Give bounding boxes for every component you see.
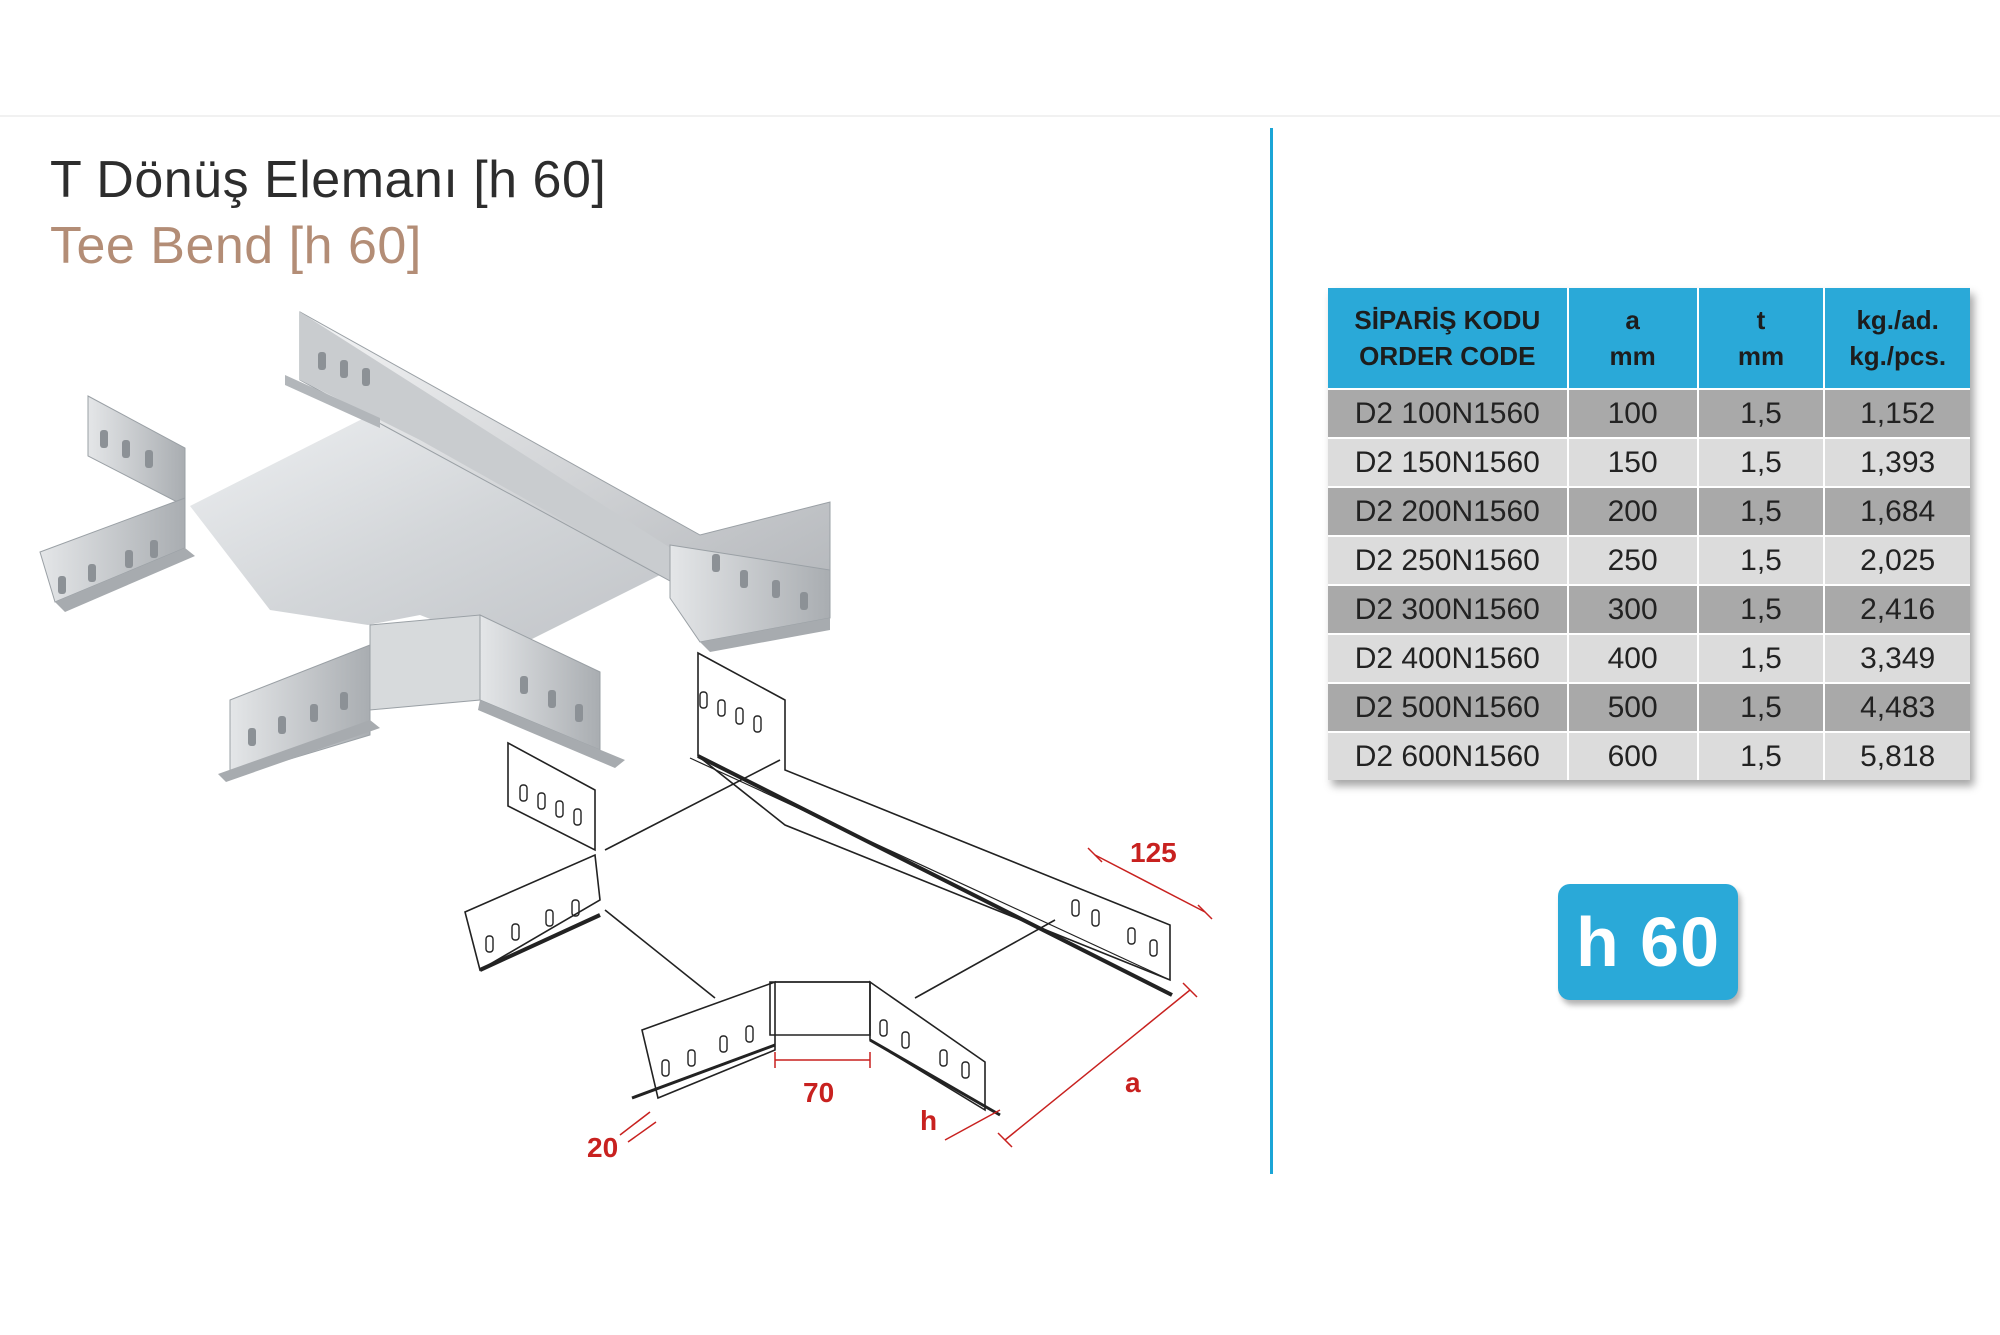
vertical-divider <box>1270 128 1273 1174</box>
order-code-cell: D2 600N1560 <box>1328 731 1569 780</box>
header-a-unit: mm <box>1609 341 1656 371</box>
header-order-code: SİPARİŞ KODU ORDER CODE <box>1328 288 1569 389</box>
order-code-cell: D2 100N1560 <box>1328 388 1569 438</box>
a-cell: 600 <box>1567 731 1699 780</box>
table-row: D2 300N1560 300 1,5 2,416 <box>1328 584 1970 634</box>
table-row: D2 500N1560 500 1,5 4,483 <box>1328 682 1970 732</box>
header-weight-tr: kg./ad. <box>1856 305 1939 335</box>
weight-cell: 1,684 <box>1824 486 1970 536</box>
order-code-cell: D2 250N1560 <box>1328 535 1569 585</box>
dimension-h-label: h <box>920 1105 937 1136</box>
order-code-cell: D2 150N1560 <box>1328 437 1569 487</box>
weight-cell: 2,416 <box>1824 584 1970 634</box>
order-code-cell: D2 500N1560 <box>1328 682 1569 732</box>
header-t-unit: mm <box>1737 341 1785 371</box>
product-title-turkish: T Dönüş Elemanı [h 60] <box>50 151 607 209</box>
height-badge: h 60 <box>1558 884 1738 1000</box>
header-weight: kg./ad. kg./pcs. <box>1824 288 1970 389</box>
table-row: D2 400N1560 400 1,5 3,349 <box>1328 633 1970 683</box>
a-cell: 250 <box>1567 535 1699 585</box>
product-drawing: 125 a 70 h 20 <box>39 311 1213 1163</box>
a-cell: 500 <box>1567 682 1699 732</box>
order-code-cell: D2 300N1560 <box>1328 584 1569 634</box>
table-header-row: SİPARİŞ KODU ORDER CODE a mm t mm kg./ad… <box>1328 288 1970 389</box>
weight-cell: 1,393 <box>1824 437 1970 487</box>
weight-cell: 5,818 <box>1824 731 1970 780</box>
table-row: D2 600N1560 600 1,5 5,818 <box>1328 731 1970 780</box>
tee-bend-technical-drawing <box>464 651 1173 1117</box>
order-code-cell: D2 200N1560 <box>1328 486 1569 536</box>
weight-cell: 3,349 <box>1824 633 1970 683</box>
t-cell: 1,5 <box>1697 388 1826 438</box>
t-cell: 1,5 <box>1697 486 1826 536</box>
t-cell: 1,5 <box>1697 731 1826 780</box>
dimension-20-label: 20 <box>587 1132 618 1163</box>
dimension-a-label: a <box>1125 1067 1141 1098</box>
tee-bend-3d-render <box>39 311 831 782</box>
dimension-lines <box>619 847 1213 1148</box>
product-title-english: Tee Bend [h 60] <box>50 217 422 275</box>
t-cell: 1,5 <box>1697 633 1826 683</box>
order-code-cell: D2 400N1560 <box>1328 633 1569 683</box>
a-cell: 100 <box>1567 388 1699 438</box>
table-row: D2 100N1560 100 1,5 1,152 <box>1328 388 1970 438</box>
header-a-label: a <box>1625 305 1640 335</box>
header-a: a mm <box>1567 288 1699 389</box>
header-order-code-tr: SİPARİŞ KODU <box>1354 305 1541 335</box>
a-cell: 300 <box>1567 584 1699 634</box>
t-cell: 1,5 <box>1697 535 1826 585</box>
header-order-code-en: ORDER CODE <box>1359 341 1536 371</box>
t-cell: 1,5 <box>1697 682 1826 732</box>
top-rule <box>0 115 2000 117</box>
header-t: t mm <box>1697 288 1826 389</box>
header-weight-en: kg./pcs. <box>1849 341 1947 371</box>
table-row: D2 250N1560 250 1,5 2,025 <box>1328 535 1970 585</box>
specification-table: SİPARİŞ KODU ORDER CODE a mm t mm kg./ad… <box>1328 288 1970 780</box>
a-cell: 400 <box>1567 633 1699 683</box>
a-cell: 200 <box>1567 486 1699 536</box>
table-row: D2 150N1560 150 1,5 1,393 <box>1328 437 1970 487</box>
weight-cell: 2,025 <box>1824 535 1970 585</box>
header-t-label: t <box>1756 305 1766 335</box>
table-row: D2 200N1560 200 1,5 1,684 <box>1328 486 1970 536</box>
dimension-125-label: 125 <box>1130 837 1177 868</box>
dimension-70-label: 70 <box>803 1077 834 1108</box>
t-cell: 1,5 <box>1697 584 1826 634</box>
t-cell: 1,5 <box>1697 437 1826 487</box>
weight-cell: 4,483 <box>1824 682 1970 732</box>
weight-cell: 1,152 <box>1824 388 1970 438</box>
a-cell: 150 <box>1567 437 1699 487</box>
